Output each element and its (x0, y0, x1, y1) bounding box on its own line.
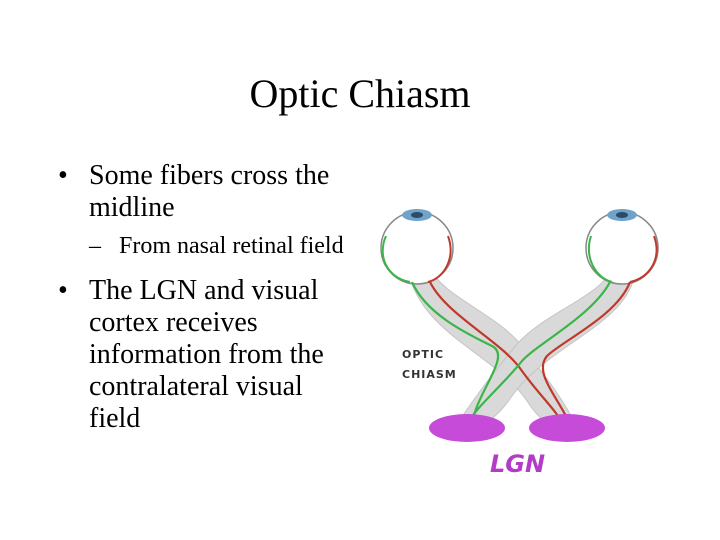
right-eye-icon (585, 209, 659, 285)
sub-bullet-text: From nasal retinal field (119, 233, 344, 259)
bullet-list: • Some fibers cross the midline – From n… (58, 160, 358, 435)
bullet-item: • Some fibers cross the midline (58, 160, 358, 224)
chiasm-label: CHIASM (402, 368, 457, 381)
red-fiber-left (429, 281, 565, 427)
left-lgn (429, 414, 505, 442)
slide-title: Optic Chiasm (249, 71, 471, 116)
green-fiber-left (410, 281, 500, 425)
red-fiber-right (541, 281, 632, 427)
lgn-label: LGN (490, 450, 545, 478)
right-lgn (529, 414, 605, 442)
optic-label: OPTIC (402, 348, 444, 361)
left-eye-icon (380, 209, 454, 285)
green-fiber-right (466, 281, 611, 425)
bullet-item: • The LGN and visual cortex receives inf… (58, 275, 358, 435)
sub-bullet-marker: – (89, 233, 101, 259)
bullet-marker: • (58, 160, 68, 191)
optic-chiasm-diagram: OPTIC CHIASM LGN (372, 196, 667, 481)
sub-bullet-item: – From nasal retinal field (58, 232, 358, 261)
bullet-marker: • (58, 275, 68, 306)
bullet-text: The LGN and visual cortex receives infor… (89, 275, 324, 434)
bullet-text: Some fibers cross the midline (89, 160, 330, 223)
